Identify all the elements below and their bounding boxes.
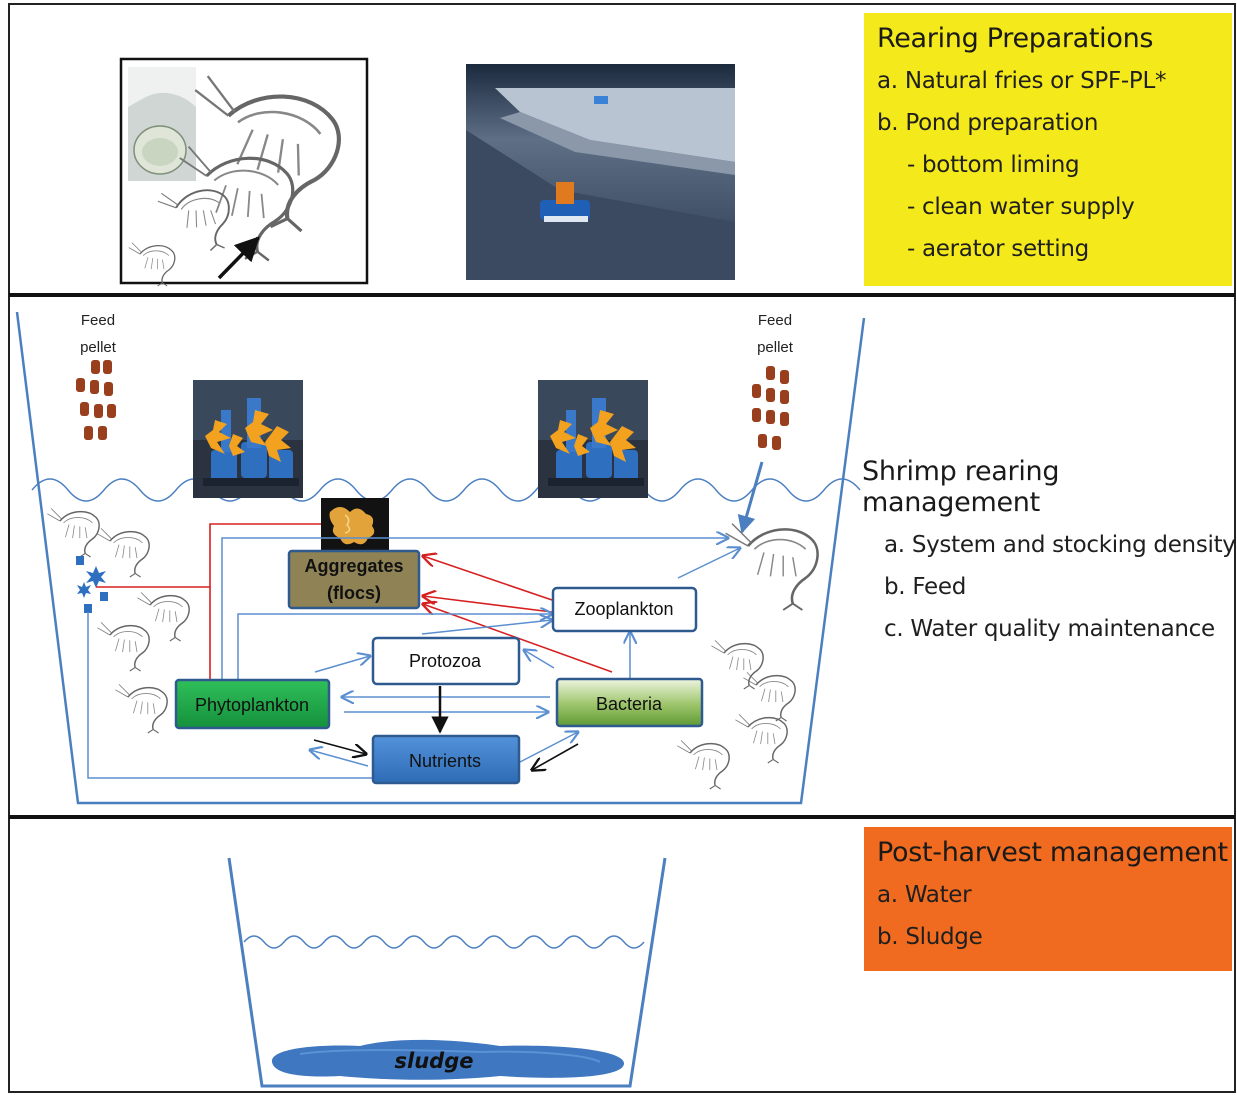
waste-particles-icon	[76, 556, 108, 613]
feed-pellets-right-icon	[752, 366, 789, 450]
rearing-preparations-title: Rearing Preparations	[877, 23, 1154, 54]
lined-pond-photo	[466, 64, 735, 280]
prep-subitem: - bottom liming	[907, 152, 1080, 178]
black-flow-arrows	[313, 686, 579, 770]
mgmt-item: c. Water quality maintenance	[884, 616, 1215, 642]
prep-item: a. Natural fries or SPF-PL*	[877, 68, 1167, 94]
prep-item: b. Pond preparation	[877, 110, 1099, 136]
feed-pellets-left-icon	[76, 360, 116, 440]
blue-flow-arrows	[87, 538, 740, 779]
shrimp-rearing-management-panel: Shrimp rearing management a. System and …	[862, 456, 1236, 650]
shrimp-rearing-management-title: Shrimp rearing management	[862, 456, 1060, 518]
node-bacteria-label: Bacteria	[596, 694, 663, 714]
node-nutrients: Nutrients	[371, 734, 521, 785]
node-aggregates-label-line1: Aggregates	[304, 556, 403, 576]
node-phytoplankton-label: Phytoplankton	[195, 695, 309, 715]
feed-label-left-line1: Feed	[81, 312, 115, 329]
prep-subitem: - aerator setting	[907, 236, 1089, 262]
node-zooplankton-label: Zooplankton	[574, 599, 673, 619]
floc-photo	[321, 498, 389, 552]
node-protozoa: Protozoa	[371, 636, 521, 686]
sludge-label: sludge	[395, 1049, 474, 1073]
outer-frame	[8, 3, 1236, 1093]
post-item: b. Sludge	[877, 924, 983, 950]
rearing-preparations-panel: Rearing Preparations a. Natural fries or…	[864, 13, 1232, 286]
shrimp-larvae-photo	[119, 57, 369, 287]
node-zooplankton: Zooplankton	[551, 586, 698, 633]
sludge-blob: sludge	[271, 1039, 625, 1080]
post-item: a. Water	[877, 882, 972, 908]
node-phytoplankton: Phytoplankton	[174, 678, 331, 730]
node-aggregates-label-line2: (flocs)	[327, 583, 381, 603]
post-harvest-management-title: Post-harvest management	[877, 837, 1228, 868]
mgmt-item: a. System and stocking density	[884, 532, 1236, 558]
mgmt-item: b. Feed	[884, 574, 966, 600]
feed-label-right-line1: Feed	[758, 312, 792, 329]
node-nutrients-label: Nutrients	[409, 751, 481, 771]
paddlewheel-aerator-right-icon	[538, 380, 648, 498]
feed-label-left-line2: pellet	[80, 339, 117, 356]
post-harvest-management-panel: Post-harvest management a. Water b. Slud…	[864, 827, 1232, 971]
node-aggregates: Aggregates (flocs)	[287, 549, 421, 610]
feed-label-right-line2: pellet	[757, 339, 794, 356]
rearing-pond	[15, 311, 866, 805]
post-harvest-pond	[227, 857, 667, 1088]
prep-subitem: - clean water supply	[907, 194, 1135, 220]
node-protozoa-label: Protozoa	[409, 651, 482, 671]
feed-to-shrimp-arrow	[737, 461, 764, 534]
paddlewheel-aerator-left-icon	[193, 380, 303, 498]
node-bacteria: Bacteria	[555, 677, 704, 728]
